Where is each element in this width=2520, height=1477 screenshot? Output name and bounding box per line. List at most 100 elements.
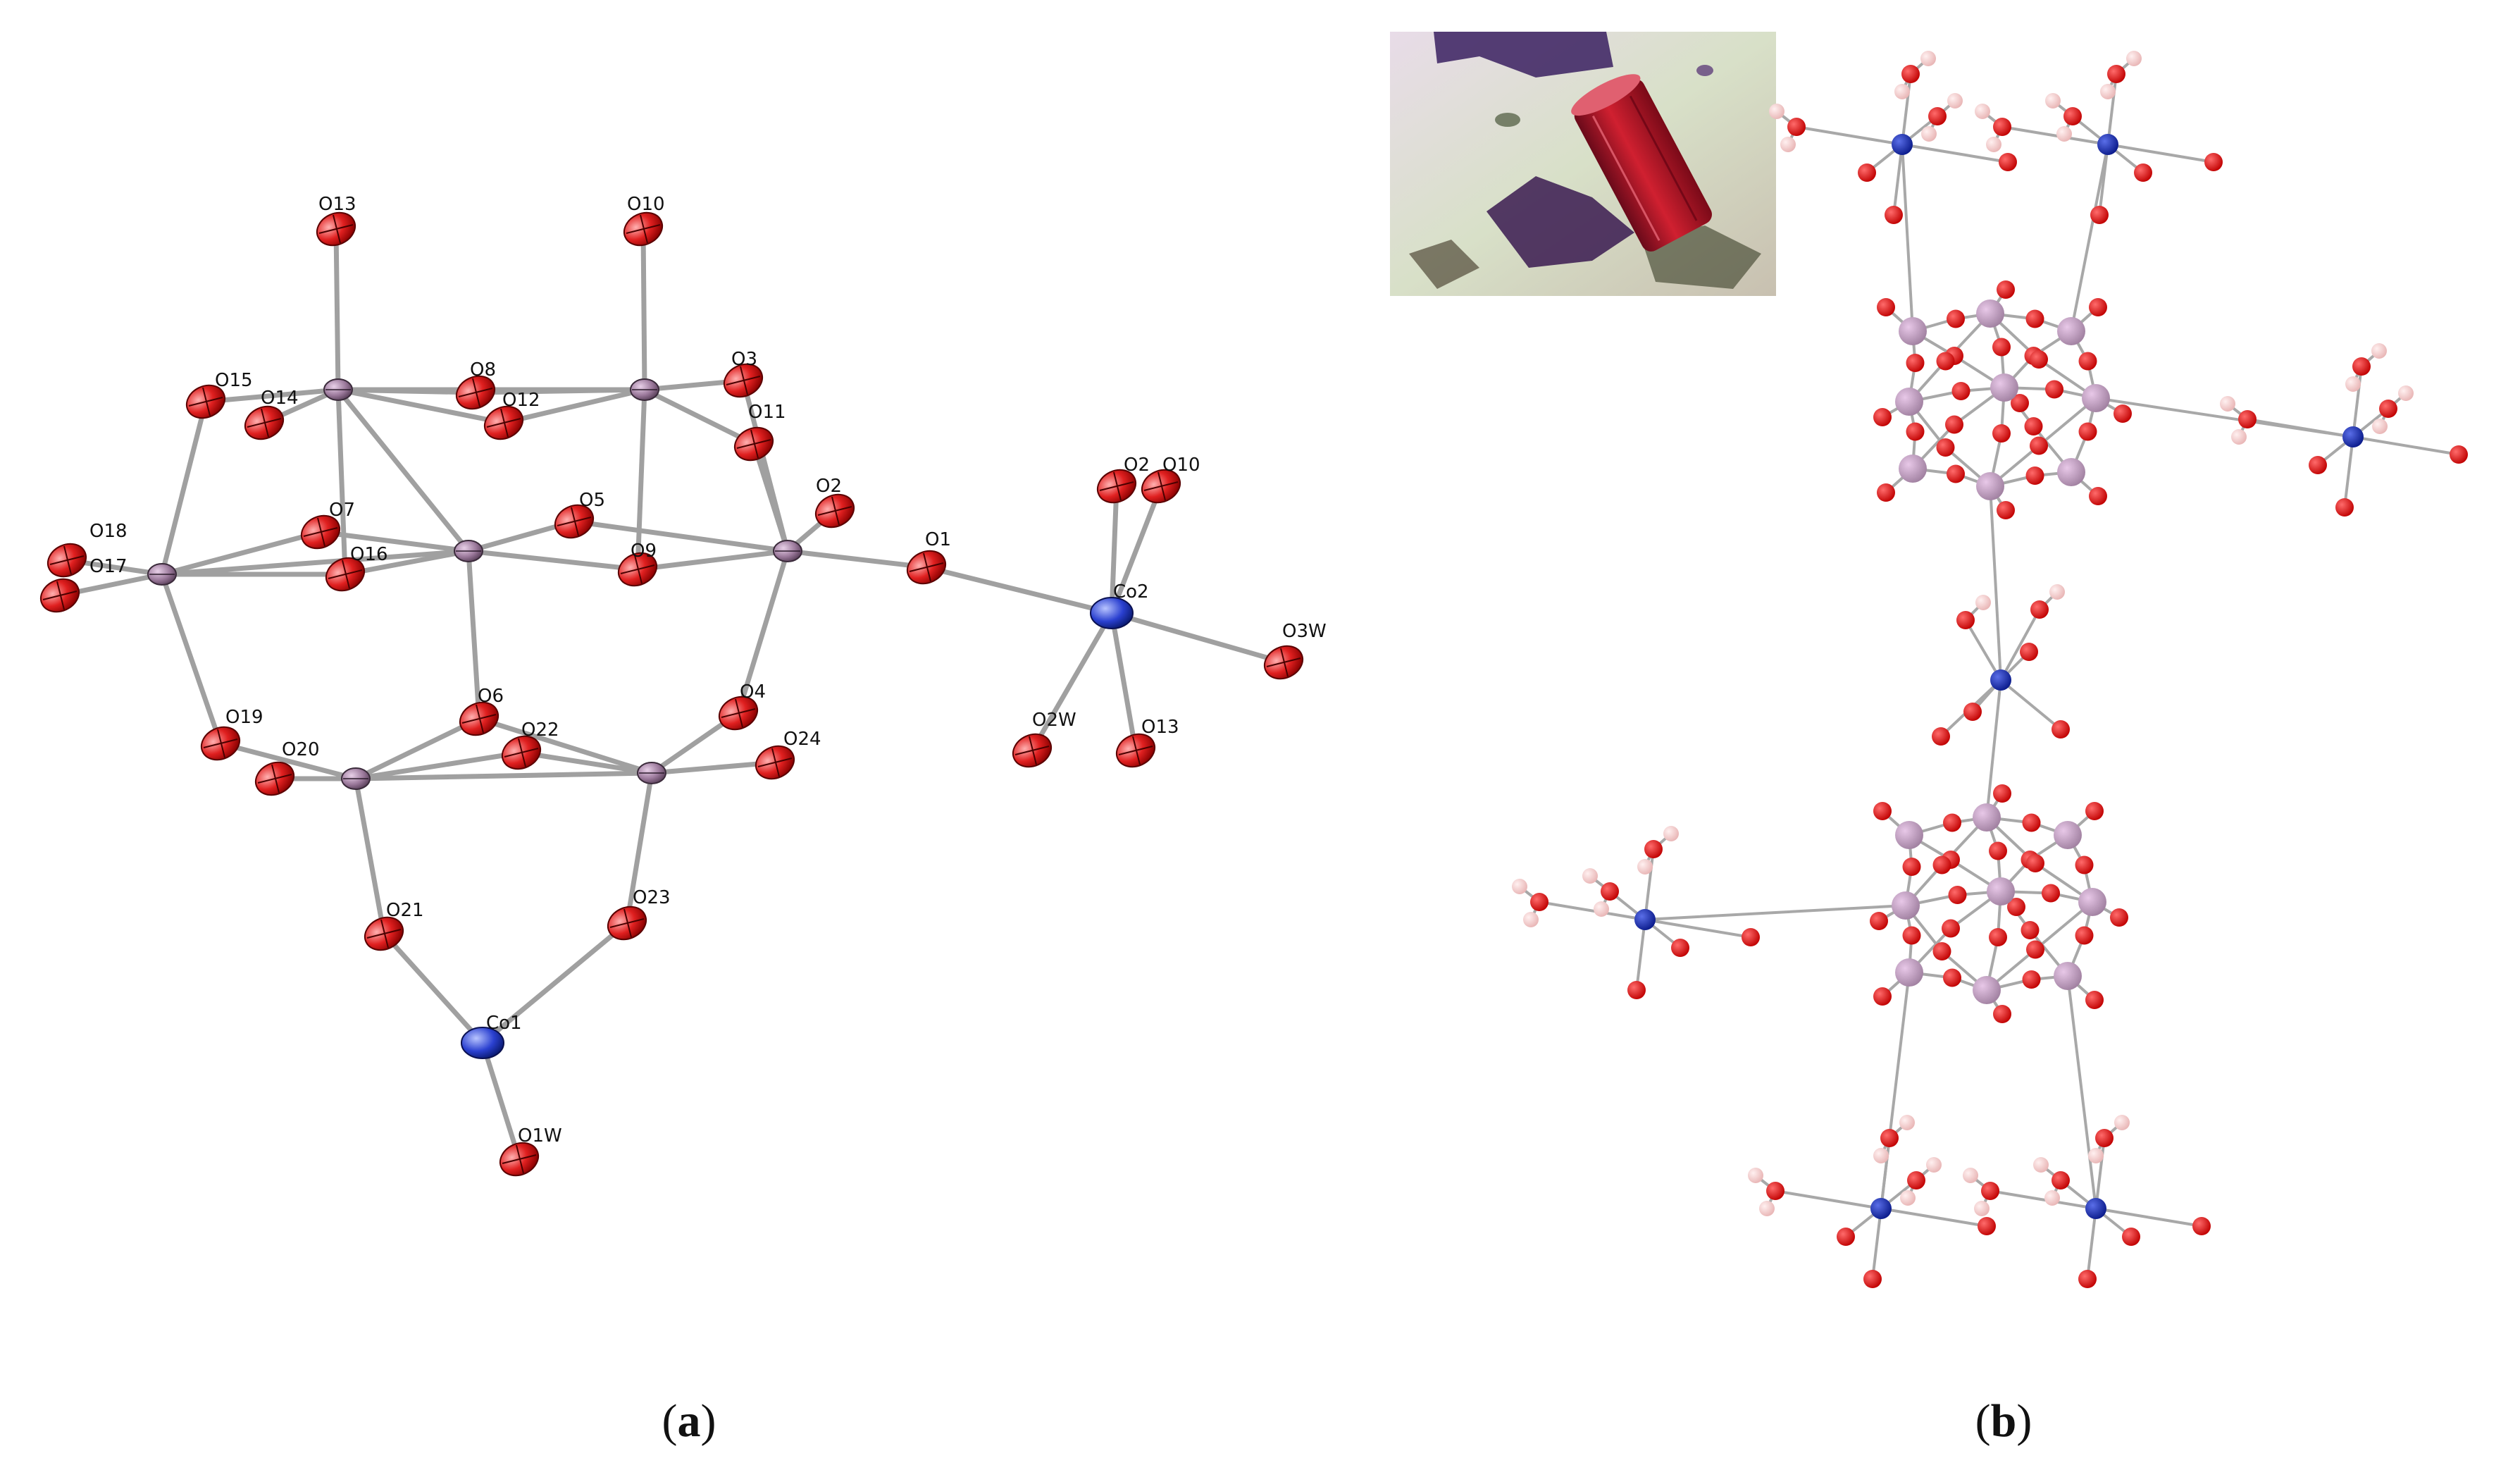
hydrogen-atom (1920, 51, 1936, 66)
oxygen-atom (1992, 338, 2011, 357)
bond (1774, 1189, 1882, 1210)
bond (1880, 1207, 1988, 1228)
oxygen-atom (325, 557, 366, 592)
atom-label: O2 (1124, 455, 1150, 476)
oxygen-atom (244, 405, 285, 440)
oxygen-atom (1981, 1182, 1999, 1200)
bond (1109, 610, 1286, 665)
hydrogen-atom (1512, 879, 1527, 894)
atom-label: O10 (627, 194, 665, 215)
oxygen-atom (2089, 487, 2107, 505)
cobalt-atom (1892, 134, 1913, 155)
oxygen-atom (1936, 352, 1955, 371)
oxygen-atom (1989, 841, 2007, 860)
bond (1635, 918, 1646, 991)
crystal-photo-debris (1409, 240, 1479, 289)
oxygen-atom (1999, 153, 2017, 171)
atom-label: O20 (282, 739, 320, 760)
oxygen-atom (364, 916, 404, 951)
oxygen-atom (1873, 987, 1892, 1006)
atom-label: O11 (748, 402, 786, 423)
molybdenum-atom (323, 378, 353, 401)
oxygen-atom (1997, 280, 2015, 299)
molybdenum-atom (1899, 317, 1927, 345)
molybdenum-atom (2057, 317, 2085, 345)
molybdenum-atom (1987, 877, 2015, 906)
bond (1109, 483, 1164, 616)
molybdenum-atom (2057, 458, 2085, 486)
atom-label: O3W (1282, 621, 1327, 642)
molybdenum-atom (1892, 891, 1920, 920)
hydrogen-atom (1894, 84, 1910, 99)
hydrogen-atom (1769, 104, 1785, 119)
oxygen-atom (2352, 357, 2371, 376)
crystal-photo-crystal (1571, 74, 1712, 252)
oxygen-atom (723, 363, 764, 398)
crystal-photo-debris (1486, 176, 1634, 268)
atom-label: O13 (318, 194, 356, 215)
oxygen-atom (617, 552, 658, 587)
atom-label: O3 (731, 349, 757, 370)
bond (624, 770, 654, 926)
molybdenum-atom (630, 378, 659, 401)
oxygen-atom (1837, 1228, 1855, 1246)
oxygen-atom (1115, 733, 1156, 768)
oxygen-atom (2110, 908, 2128, 927)
bond (635, 387, 647, 572)
bond (1538, 901, 1646, 921)
bond (2106, 143, 2215, 163)
oxygen-atom (2042, 884, 2060, 903)
crystal-photo-speck (1696, 65, 1713, 76)
bond (2094, 1207, 2203, 1228)
cobalt-atom (1634, 909, 1656, 930)
oxygen-atom (1742, 928, 1760, 946)
hydrogen-atom (1921, 126, 1937, 142)
molybdenum-atom (2054, 962, 2082, 990)
oxygen-atom (1951, 382, 1970, 400)
oxygen-atom (1932, 727, 1950, 746)
hydrogen-atom (2114, 1115, 2130, 1130)
hydrogen-atom (2033, 1157, 2049, 1173)
bond (1999, 679, 2062, 731)
oxygen-atom (483, 405, 524, 440)
oxygen-atom (2020, 643, 2038, 661)
panel-a-atoms (39, 211, 1304, 1177)
atom-label: O2W (1032, 710, 1076, 731)
panel-a-caption: (a) (662, 1395, 716, 1447)
atom-label: O1W (518, 1125, 562, 1147)
hydrogen-atom (1759, 1201, 1775, 1216)
oxygen-atom (1992, 424, 2011, 443)
oxygen-atom (2030, 350, 2048, 369)
bond (353, 770, 654, 781)
molybdenum-atom (773, 540, 802, 562)
oxygen-atom (1870, 912, 1888, 930)
panel-b-caption: (b) (1975, 1395, 2032, 1447)
oxygen-atom (2134, 163, 2152, 182)
bond (785, 548, 929, 570)
oxygen-atom (39, 578, 80, 613)
molybdenum-atom (2078, 888, 2106, 916)
oxygen-atom (1141, 469, 1181, 504)
hydrogen-atom (1963, 1168, 1978, 1183)
hydrogen-atom (1663, 826, 1679, 841)
atom-label: O18 (89, 521, 128, 542)
hydrogen-atom (1975, 595, 1991, 610)
molybdenum-atom (454, 540, 483, 562)
oxygen-atom (733, 426, 774, 462)
hydrogen-atom (1594, 901, 1609, 917)
cobalt-atom (1990, 669, 2011, 691)
oxygen-atom (2085, 991, 2104, 1009)
molybdenum-atom (1973, 803, 2001, 832)
oxygen-atom (2089, 298, 2107, 316)
oxygen-atom (1945, 415, 1963, 434)
hydrogen-atom (1975, 104, 1990, 119)
oxygen-atom (499, 1142, 540, 1177)
hydrogen-atom (1748, 1168, 1763, 1183)
bond (159, 548, 471, 577)
molybdenum-atom (1895, 821, 1923, 849)
hydrogen-atom (2398, 385, 2414, 401)
molybdenum-atom (1990, 373, 2018, 402)
bond (640, 226, 647, 393)
